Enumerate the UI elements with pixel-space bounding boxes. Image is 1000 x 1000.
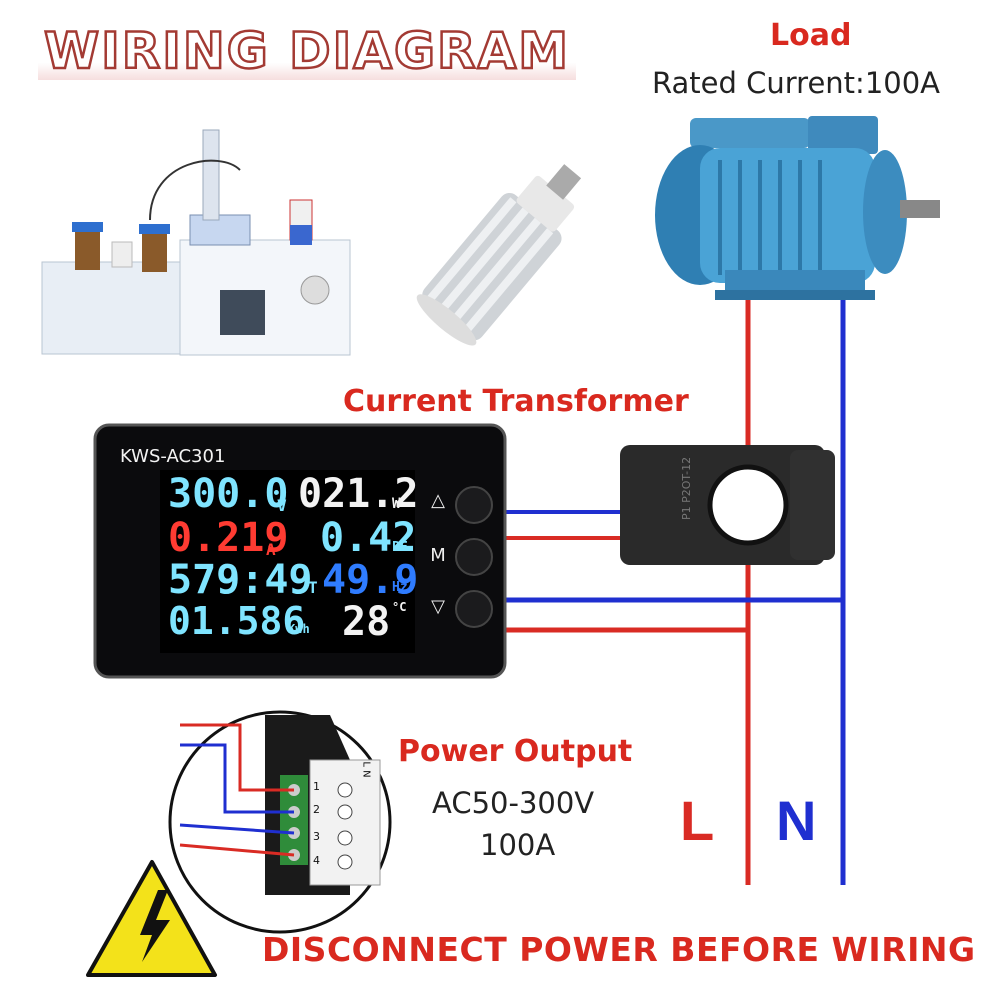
lcd-power-value: 021.2 — [298, 471, 419, 517]
page-title: WIRING DIAGRAM — [38, 21, 576, 81]
lcd-temperature-unit: °C — [392, 600, 407, 614]
current-transformer-heading: Current Transformer — [343, 384, 689, 419]
motor-load-image — [655, 116, 940, 300]
lcd-energy-unit: Kwh — [288, 622, 310, 636]
lcd-frequency-unit: Hz — [392, 580, 408, 595]
terminal-number-1: 1 — [313, 780, 320, 793]
down-arrow-icon: ▽ — [431, 596, 445, 617]
lcd-pf-value: 0.42 — [320, 515, 417, 561]
power-output-voltage: AC50-300V — [432, 786, 595, 820]
lcd-current-unit: A — [266, 540, 276, 559]
terminal-side-label: L N — [360, 761, 372, 778]
mode-label: M — [430, 545, 446, 566]
lcd-time-unit: T — [308, 578, 318, 597]
lab-equipment-image — [41, 129, 351, 356]
lcd-voltage-unit: V — [277, 496, 287, 515]
live-line-label: L — [680, 789, 715, 852]
terminal-number-3: 3 — [313, 830, 320, 843]
up-button[interactable] — [455, 486, 493, 524]
neutral-line-label: N — [776, 789, 817, 852]
meter-model-label: KWS-AC301 — [120, 446, 226, 467]
load-heading: Load — [770, 18, 852, 53]
up-arrow-icon: △ — [431, 490, 445, 511]
wiring-lines — [505, 300, 846, 885]
ct-label-text: P1 P2OT-12 — [680, 457, 693, 520]
lcd-time-value: 579:49 — [168, 557, 313, 603]
lcd-frequency-value: 49.9 — [322, 557, 419, 603]
lcd-voltage-value: 300.0 — [168, 471, 289, 517]
terminal-number-2: 2 — [313, 803, 320, 816]
warning-text: DISCONNECT POWER BEFORE WIRING — [262, 930, 976, 969]
lcd-power-unit: W — [392, 496, 401, 512]
power-meter-device — [93, 423, 507, 679]
current-transformer-image: P1 P2OT-12 — [620, 445, 835, 565]
terminal-number-4: 4 — [313, 854, 320, 867]
power-output-heading: Power Output — [398, 734, 633, 769]
terminal-inset — [168, 710, 392, 934]
mode-button[interactable] — [455, 538, 493, 576]
high-voltage-warning-icon — [86, 860, 217, 977]
lcd-energy-value: 01.586 — [168, 599, 306, 643]
lcd-temperature-value: 28 — [342, 599, 391, 645]
load-rated-current: Rated Current:100A — [652, 66, 941, 100]
down-button[interactable] — [455, 590, 493, 628]
lcd-pf-unit: PF — [392, 540, 408, 555]
lcd-current-value: 0.219 — [168, 515, 289, 561]
power-output-current: 100A — [480, 828, 556, 862]
led-corn-bulb-image — [416, 164, 582, 346]
